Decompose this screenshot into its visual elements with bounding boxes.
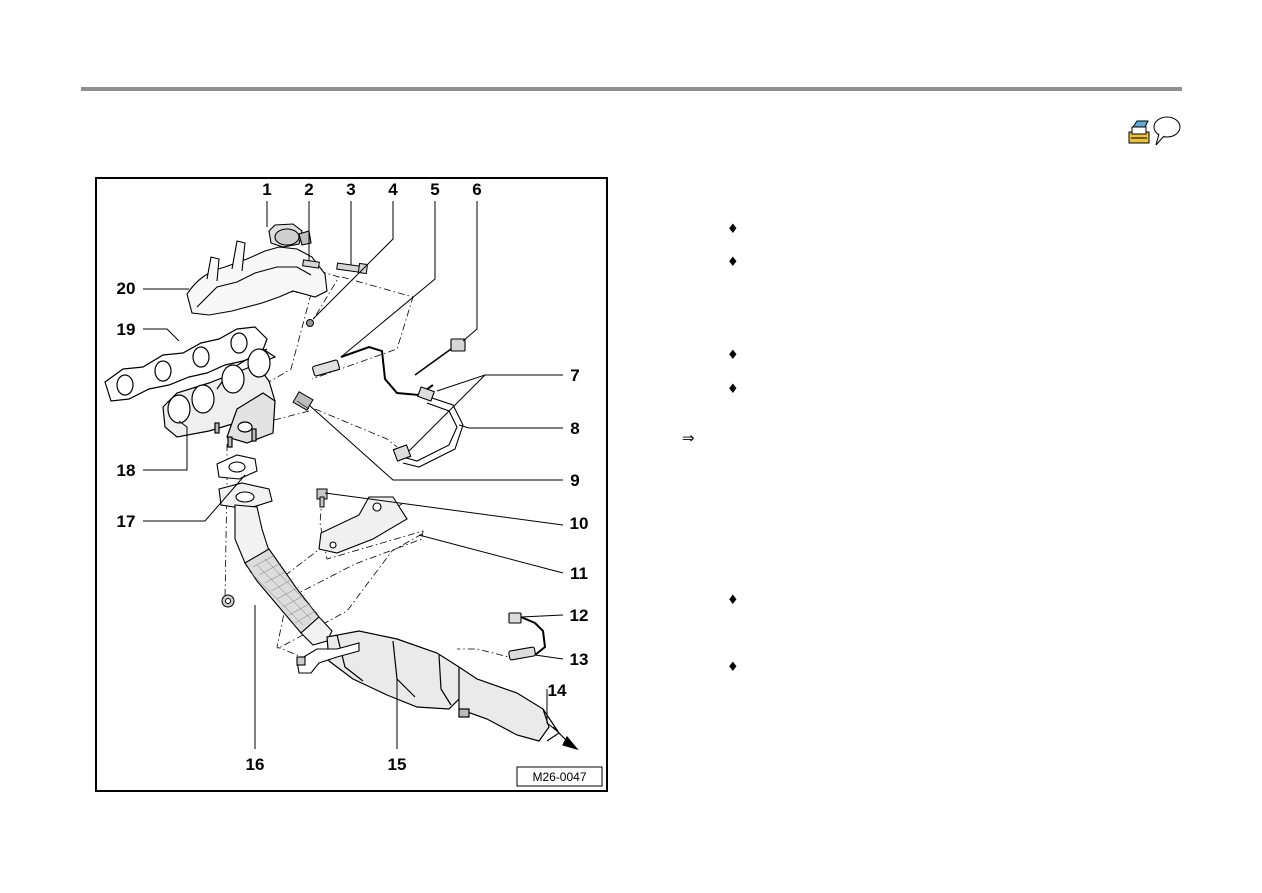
callout-3: 3 xyxy=(346,180,355,199)
callout-9: 9 xyxy=(570,471,579,490)
catalytic-converter xyxy=(326,630,560,742)
bracket-11 xyxy=(318,496,408,554)
sensor-9 xyxy=(292,391,314,411)
speech-bubble-icon[interactable] xyxy=(1153,116,1181,146)
bolt-3 xyxy=(336,262,369,275)
flex-pipe-mesh xyxy=(248,554,318,626)
callout-17: 17 xyxy=(117,512,136,531)
figure-id-label: M26-0047 xyxy=(516,766,603,787)
manifold-gasket xyxy=(104,326,268,402)
alignment-lines xyxy=(224,270,518,660)
callout-6: 6 xyxy=(472,180,481,199)
bullet-marker: ♦ xyxy=(727,255,739,270)
callout-14: 14 xyxy=(548,681,567,700)
nut-4 xyxy=(306,319,314,327)
heat-shield xyxy=(186,223,328,316)
bullet-marker: ♦ xyxy=(727,660,739,675)
callout-5: 5 xyxy=(430,180,439,199)
connector-6 xyxy=(414,338,466,376)
front-pipe xyxy=(218,482,333,646)
callout-8: 8 xyxy=(570,419,579,438)
bullet-marker: ♦ xyxy=(727,222,739,237)
callout-1: 1 xyxy=(262,180,271,199)
leader-lines xyxy=(143,201,564,749)
callout-11: 11 xyxy=(570,564,588,583)
callouts: 1 2 3 4 5 6 7 8 9 10 11 12 13 14 15 16 1… xyxy=(117,180,589,774)
lambda-probe-12 xyxy=(508,612,547,661)
exploded-parts-diagram: 1 2 3 4 5 6 7 8 9 10 11 12 13 14 15 16 1… xyxy=(95,177,608,792)
nut-16 xyxy=(221,594,235,608)
callout-10: 10 xyxy=(570,514,589,533)
bullet-marker: ♦ xyxy=(727,348,739,363)
figure-id-text: M26-0047 xyxy=(532,770,586,784)
callout-2: 2 xyxy=(304,180,313,199)
callout-20: 20 xyxy=(117,279,136,298)
bolt-2 xyxy=(302,259,320,269)
callout-12: 12 xyxy=(570,606,589,625)
bolt-10 xyxy=(316,488,328,508)
callout-4: 4 xyxy=(388,180,398,199)
bullet-marker: ♦ xyxy=(727,382,739,397)
lambda-probe-5 xyxy=(312,345,434,397)
header-rule xyxy=(81,87,1182,91)
callout-16: 16 xyxy=(246,755,265,774)
exhaust-manifold xyxy=(162,348,277,448)
bullet-marker: ♦ xyxy=(727,593,739,608)
egr-pipe xyxy=(392,386,464,468)
callout-13: 13 xyxy=(570,650,589,669)
callout-15: 15 xyxy=(388,755,407,774)
callout-18: 18 xyxy=(117,461,136,480)
callout-7: 7 xyxy=(570,366,579,385)
callout-19: 19 xyxy=(117,320,136,339)
connector-pipe xyxy=(296,642,360,674)
print-icon[interactable] xyxy=(1128,120,1150,144)
toolbar xyxy=(1126,114,1182,148)
flange-gasket xyxy=(216,454,258,480)
cross-reference-arrow-icon: ⇒ xyxy=(682,429,695,447)
